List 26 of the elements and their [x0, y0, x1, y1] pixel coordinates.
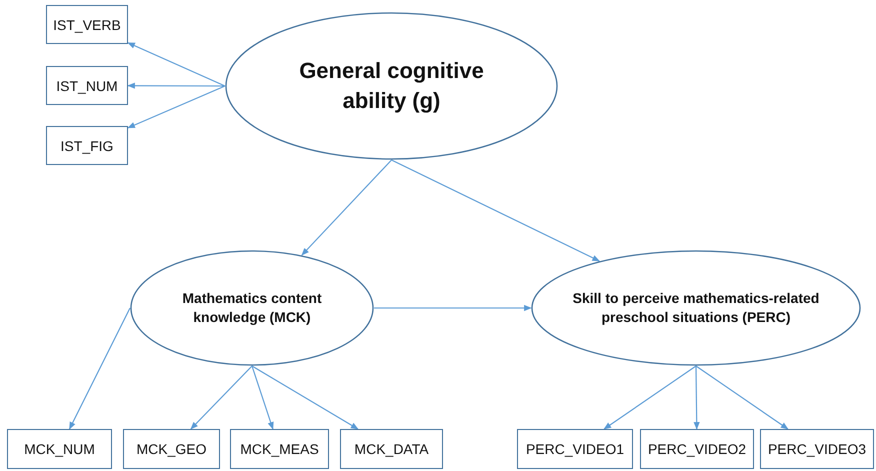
arrow — [251, 366, 274, 430]
arrow — [127, 86, 226, 128]
indicator-box: IST_VERB — [46, 5, 128, 44]
indicator-box: MCK_MEAS — [230, 429, 329, 469]
arrow — [301, 160, 392, 256]
indicator-box: PERC_VIDEO1 — [517, 429, 633, 469]
arrow — [391, 160, 600, 262]
indicator-box: IST_FIG — [46, 126, 128, 165]
node-label: General cognitive ability (g) — [298, 57, 485, 115]
arrow — [694, 366, 700, 430]
arrow — [190, 366, 252, 430]
arrow — [374, 304, 532, 312]
node-label: Skill to perceive mathematics-related preschool situations (PERC) — [572, 289, 820, 327]
indicator-box: IST_NUM — [46, 66, 128, 105]
indicator-box: MCK_GEO — [123, 429, 220, 469]
arrow — [604, 366, 696, 430]
arrow — [69, 308, 130, 430]
arrow — [127, 82, 225, 89]
node-label: Mathematics content knowledge (MCK) — [181, 289, 323, 327]
indicator-box: MCK_DATA — [340, 429, 443, 469]
indicator-box: PERC_VIDEO2 — [640, 429, 754, 469]
arrow — [696, 366, 788, 430]
indicator-box: PERC_VIDEO3 — [760, 429, 874, 469]
arrow — [127, 42, 226, 86]
indicator-box: MCK_NUM — [7, 429, 112, 469]
arrow — [252, 366, 359, 430]
